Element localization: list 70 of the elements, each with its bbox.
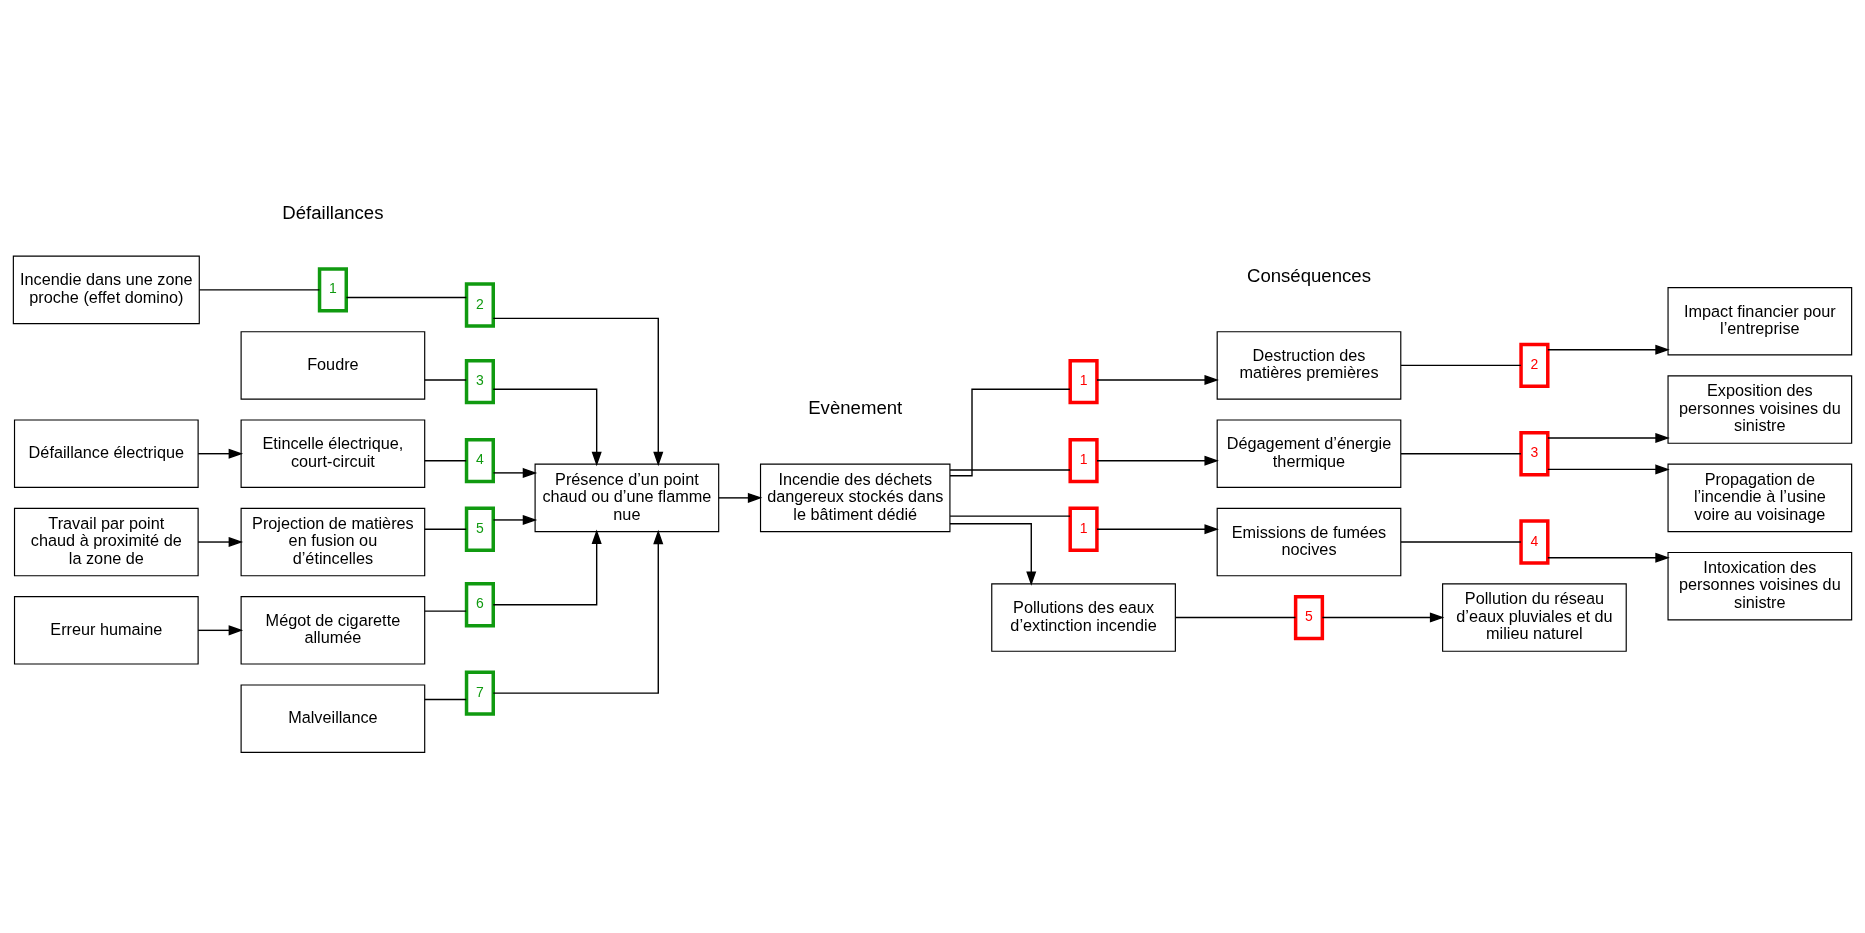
label: Défaillances <box>282 201 384 223</box>
node-box: 5 <box>1293 594 1325 641</box>
connector <box>949 515 1071 517</box>
arrow <box>1096 524 1219 535</box>
node-box: Dégagement d’énergie thermique <box>1216 419 1402 488</box>
node-box: Mégot de cigarette allumée <box>240 596 426 665</box>
label: Evènement <box>808 396 903 418</box>
node-box: Malveillance <box>240 684 426 753</box>
node-box: 1 <box>1068 438 1099 484</box>
connector <box>424 460 467 462</box>
node-box: 1 <box>1068 359 1099 405</box>
arrow <box>1096 374 1219 385</box>
arrow <box>492 529 602 606</box>
node-box: Impact financier pour l’entreprise <box>1667 286 1853 356</box>
node-box: Foudre <box>240 331 426 400</box>
node-box: 7 <box>464 670 495 716</box>
connector <box>1174 616 1297 619</box>
node-box: Travail par point chaud à proximité de la zone de <box>13 507 199 577</box>
connector <box>424 528 467 530</box>
node-box: Destruction des matières premières <box>1216 331 1402 400</box>
node-box: 1 <box>317 267 348 313</box>
node-box: Exposition des personnes voisines du sinistre <box>1667 375 1853 444</box>
node-box: Emissions de fumées nocives <box>1216 507 1402 577</box>
node-box: Incendie dans une zone proche (effet domino) <box>12 255 200 325</box>
node-box: 2 <box>464 282 495 328</box>
arrow <box>492 514 538 525</box>
arrow <box>949 523 1037 586</box>
connector <box>1400 453 1522 455</box>
node-box: Erreur humaine <box>13 596 199 665</box>
arrow <box>1547 344 1670 355</box>
node-box: 2 <box>1519 342 1550 389</box>
arrow <box>1547 464 1670 475</box>
node-box: Pollutions des eaux d’extinction incendie <box>991 583 1176 652</box>
connector <box>424 610 467 612</box>
node-box: Intoxication des personnes voisines du sinistre <box>1667 551 1853 621</box>
connector <box>198 289 321 291</box>
label: Conséquences <box>1247 264 1371 286</box>
node-box: 4 <box>1519 519 1550 565</box>
node-box: Etincelle électrique, court-circuit <box>240 419 426 488</box>
node-box: 5 <box>464 506 495 552</box>
node-box: Présence d’un point chaud ou d’une flamme nue <box>534 463 720 533</box>
arrow <box>197 625 244 636</box>
arrow <box>718 492 763 503</box>
connector <box>1400 364 1522 367</box>
connector <box>345 296 468 299</box>
node-box: Défaillance électrique <box>13 419 199 488</box>
connector <box>949 388 1071 477</box>
node-box: Propagation de l’incendie à l’usine voire au voisinage <box>1667 463 1853 533</box>
arrow <box>492 317 664 467</box>
node-box: Projection de matières en fusion ou d’étincelles <box>240 507 426 577</box>
node-box: 6 <box>464 582 495 628</box>
arrow <box>492 529 664 694</box>
node-box: 1 <box>1068 506 1099 552</box>
node-box: 3 <box>1519 431 1550 477</box>
node-box: Pollution du réseau d’eaux pluviales et du milieu naturel <box>1442 583 1627 652</box>
arrow <box>197 537 244 548</box>
connector <box>424 379 467 381</box>
arrow <box>1096 455 1219 466</box>
connector <box>424 698 467 701</box>
arrow <box>1547 433 1670 444</box>
arrow <box>197 448 244 459</box>
arrow <box>1547 552 1670 563</box>
connector <box>1400 541 1522 543</box>
node-box: Incendie des déchets dangereux stockés dans le bâtiment dédié <box>759 463 951 533</box>
node-box: 4 <box>464 438 495 484</box>
arrow <box>492 388 602 467</box>
arrow <box>492 467 538 478</box>
node-box: 3 <box>464 359 495 405</box>
connector <box>949 469 1071 471</box>
arrow <box>1321 612 1445 623</box>
